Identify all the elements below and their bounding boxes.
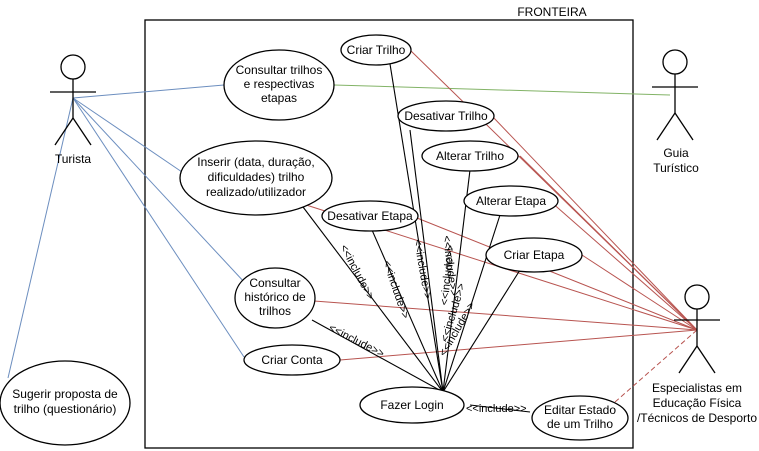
actor-label: Turístico — [653, 161, 699, 175]
svg-text:de um Trilho: de um Trilho — [547, 417, 613, 431]
svg-text:Alterar Etapa: Alterar Etapa — [476, 194, 546, 208]
actor-guia-turistico[interactable]: Guia Turístico — [652, 49, 699, 175]
use-case-inserir[interactable]: Inserir (data, duração, dificuldades) tr… — [179, 140, 333, 216]
assoc-guia-consultar-trilhos — [333, 84, 671, 96]
assoc-turista-consultar-trilhos — [72, 84, 225, 99]
actor-especialistas[interactable]: Especialistas em Educação Física /Técnic… — [637, 284, 757, 425]
assoc-turista-criar-conta — [72, 97, 245, 358]
assoc-turista-consultar-historico — [72, 97, 247, 285]
svg-text:e respectivas: e respectivas — [244, 77, 315, 91]
include-desativar-trilho — [409, 129, 444, 393]
stick-figure-icon — [674, 284, 720, 374]
actor-label: Educação Física — [653, 396, 742, 410]
svg-text:dificuldades) trilho: dificuldades) trilho — [208, 170, 305, 184]
assoc-esp-criar-etapa — [581, 254, 698, 331]
svg-text:Alterar Trilho: Alterar Trilho — [436, 149, 504, 163]
svg-text:etapas: etapas — [261, 91, 297, 105]
use-case-desativar-trilho[interactable]: Desativar Trilho — [397, 100, 495, 132]
actor-turista[interactable]: Turista — [50, 54, 96, 166]
svg-text:Consultar trilhos: Consultar trilhos — [236, 63, 323, 77]
include-alterar-etapa — [442, 214, 501, 393]
boundary-label: FRONTEIRA — [517, 5, 586, 19]
include-editar-estado — [469, 404, 531, 413]
use-case-editar-estado[interactable]: Editar Estado de um Trilho — [531, 395, 629, 441]
include-criar-etapa — [442, 269, 521, 393]
include-label: <<include>> — [337, 243, 376, 302]
svg-text:Inserir (data, duração,: Inserir (data, duração, — [197, 155, 314, 169]
assoc-esp-desativar-etapa — [411, 215, 698, 331]
use-case-criar-conta[interactable]: Criar Conta — [243, 344, 341, 376]
assoc-turista-inserir — [72, 97, 183, 173]
system-boundary — [144, 19, 634, 449]
use-case-criar-trilho[interactable]: Criar Trilho — [340, 34, 412, 66]
svg-text:Desativar Etapa: Desativar Etapa — [327, 209, 413, 223]
svg-text:Consultar: Consultar — [249, 276, 300, 290]
stick-figure-icon — [652, 49, 698, 141]
assoc-esp-alterar-trilho — [519, 155, 698, 331]
include-desativar-etapa — [371, 229, 444, 393]
svg-text:Criar Etapa: Criar Etapa — [504, 248, 565, 262]
stick-figure-icon — [50, 54, 96, 146]
include-label: <<include>> — [411, 238, 433, 300]
svg-text:trilho (questionário): trilho (questionário) — [14, 402, 117, 416]
actor-label: Guia — [663, 146, 689, 160]
svg-text:trilhos: trilhos — [259, 304, 291, 318]
svg-text:realizado/utilizador: realizado/utilizador — [206, 185, 306, 199]
assoc-turista-sugerir — [7, 97, 74, 379]
include-label: <<include>> — [380, 259, 411, 320]
use-case-alterar-etapa[interactable]: Alterar Etapa — [463, 185, 559, 217]
use-case-consultar-historico[interactable]: Consultar histórico de trilhos — [234, 267, 316, 329]
assoc-esp-alterar-etapa — [549, 200, 698, 331]
use-case-criar-etapa[interactable]: Criar Etapa — [485, 237, 583, 273]
assoc-esp-editar-estado — [614, 329, 698, 403]
svg-text:Fazer Login: Fazer Login — [380, 398, 443, 412]
use-case-consultar-trilhos[interactable]: Consultar trilhos e respectivas etapas — [223, 49, 335, 121]
use-case-sugerir[interactable]: Sugerir proposta de trilho (questionário… — [0, 360, 131, 446]
include-inserir — [299, 202, 444, 393]
use-case-desativar-etapa[interactable]: Desativar Etapa — [321, 200, 419, 232]
include-consultar-historico — [311, 319, 444, 393]
actor-label: Especialistas em — [652, 381, 742, 395]
turista-associations — [7, 84, 247, 379]
svg-text:histórico de: histórico de — [244, 290, 306, 304]
svg-text:Desativar Trilho: Desativar Trilho — [404, 109, 488, 123]
include-label: <<include>> — [466, 403, 527, 415]
use-case-fazer-login[interactable]: Fazer Login — [359, 386, 465, 424]
assoc-esp-criar-conta — [339, 329, 698, 361]
assoc-esp-consultar-historico — [313, 300, 698, 331]
assoc-esp-desativar-trilho — [491, 115, 698, 331]
svg-text:Editar Estado: Editar Estado — [544, 403, 616, 417]
svg-text:Criar Conta: Criar Conta — [261, 353, 323, 367]
svg-text:Criar Trilho: Criar Trilho — [347, 43, 406, 57]
svg-text:Sugerir proposta de: Sugerir proposta de — [12, 387, 118, 401]
actor-label: Turista — [55, 152, 92, 166]
include-alterar-trilho — [442, 169, 471, 393]
actor-label: /Técnicos de Desporto — [637, 411, 757, 425]
use-case-alterar-trilho[interactable]: Alterar Trilho — [421, 140, 519, 172]
